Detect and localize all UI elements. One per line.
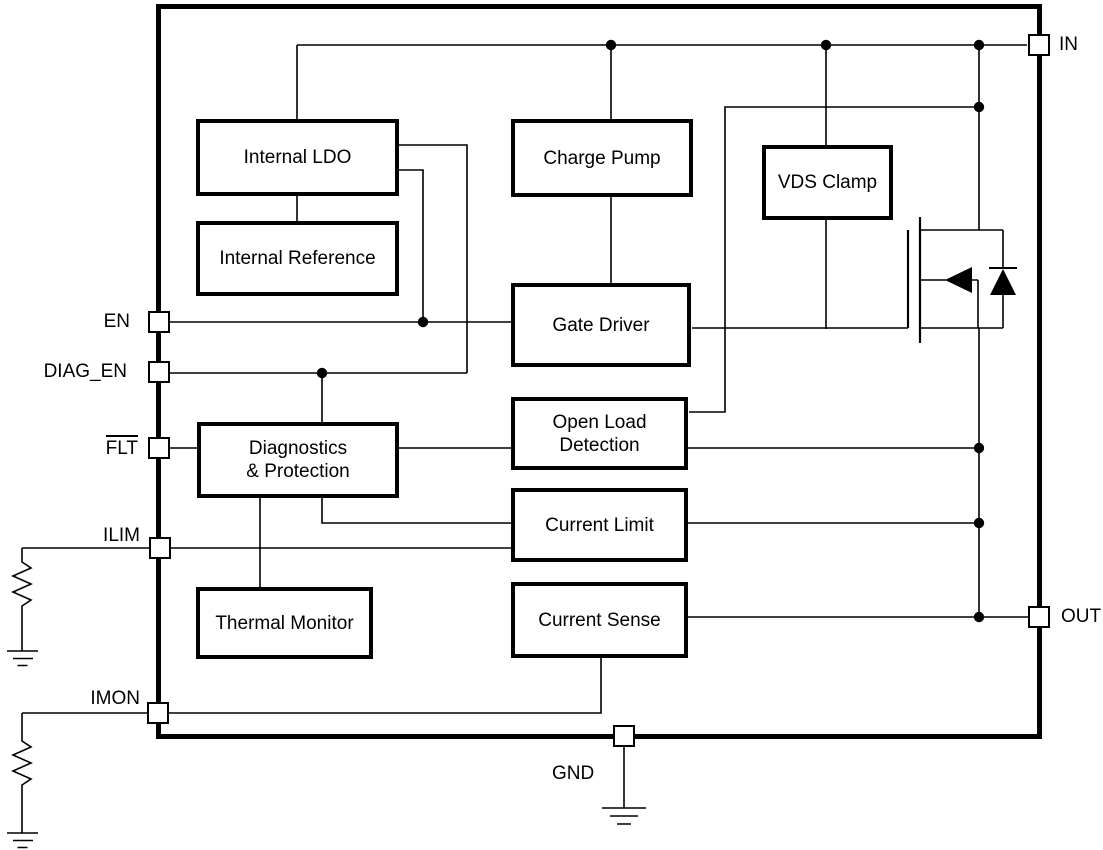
junction-dot: [605, 39, 617, 51]
pin-label-diag-en: DIAG_EN: [43, 361, 127, 382]
pin-en: [148, 311, 170, 333]
junction-dot: [316, 367, 328, 379]
pin-diag-en: [148, 361, 170, 383]
pin-ilim: [149, 537, 171, 559]
pin-out: [1028, 606, 1050, 628]
junction-dot: [973, 101, 985, 113]
pin-gnd: [613, 725, 635, 747]
pin-in: [1028, 34, 1050, 56]
ground-symbol: [602, 807, 646, 825]
imon-resistor-symbol: [7, 713, 38, 849]
ground-symbol: [7, 832, 38, 849]
ilim-resistor-symbol: [7, 548, 38, 667]
pin-label-flt: FLT: [105, 435, 138, 460]
fet-body-arrow: [945, 267, 972, 293]
resistor-zigzag: [11, 713, 33, 833]
wire-imon-currentsense: [22, 657, 602, 714]
wires: [22, 44, 1029, 714]
junction-dot: [973, 442, 985, 454]
pin-label-out: OUT: [1061, 606, 1102, 627]
wire-openload-drain-tap: [689, 106, 979, 413]
gnd-ground-symbol: [602, 747, 646, 825]
diode-anode-triangle: [990, 269, 1016, 295]
junction-dots: [316, 39, 985, 623]
ground-symbol: [7, 650, 38, 667]
wire-diagen: [170, 372, 467, 423]
flt-overline: FLT: [105, 435, 138, 460]
resistor-zigzag: [11, 548, 33, 651]
body-diode-symbol: [989, 230, 1017, 328]
block-open-load-detection: Open Load Detection: [511, 397, 688, 470]
wire-diag-currentlimit: [321, 497, 512, 524]
junction-dot: [417, 316, 429, 328]
block-current-sense: Current Sense: [511, 582, 688, 658]
block-diagnostics-protection: Diagnostics & Protection: [197, 422, 399, 498]
block-internal-ldo: Internal LDO: [196, 119, 399, 196]
pin-label-in: IN: [1059, 34, 1078, 55]
junction-dot: [973, 611, 985, 623]
block-vds-clamp: VDS Clamp: [762, 145, 893, 220]
junction-dot: [973, 517, 985, 529]
fet-body-lead: [920, 279, 979, 328]
pin-imon: [147, 702, 169, 724]
pin-label-en: EN: [103, 311, 130, 332]
wire-in-rail: [296, 44, 1027, 230]
block-charge-pump: Charge Pump: [511, 119, 693, 197]
pin-label-imon: IMON: [90, 688, 140, 709]
junction-dot: [820, 39, 832, 51]
block-internal-reference: Internal Reference: [196, 221, 399, 296]
block-gate-driver: Gate Driver: [511, 283, 691, 367]
junction-dot: [973, 39, 985, 51]
pin-label-gnd: GND: [552, 763, 595, 784]
wire-ldo-en: [398, 169, 424, 322]
nmos-pass-fet-symbol: [906, 217, 1017, 343]
pin-label-ilim: ILIM: [103, 525, 140, 546]
pin-flt: [148, 437, 170, 459]
wire-ldo-diagen: [398, 144, 468, 373]
block-current-limit: Current Limit: [511, 488, 688, 562]
block-thermal-monitor: Thermal Monitor: [196, 587, 373, 659]
